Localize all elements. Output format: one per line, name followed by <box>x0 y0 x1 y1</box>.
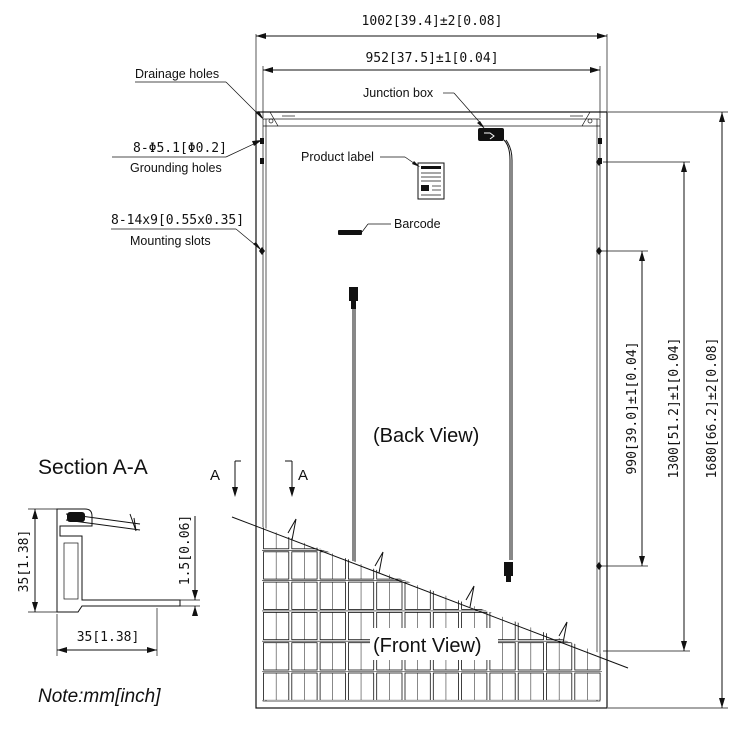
solar-cell <box>517 527 544 550</box>
grounding-holes-callout: 8-Φ5.1[Φ0.2] Grounding holes <box>112 140 262 175</box>
drainage-holes-callout: Drainage holes <box>135 67 264 120</box>
solar-cell <box>462 703 487 730</box>
section-height-label: 35[1.38] <box>17 530 32 593</box>
solar-cell <box>574 581 601 610</box>
solar-cell <box>574 527 601 550</box>
mounting-slots-label: Mounting slots <box>130 234 211 248</box>
inner-width-label: 952[37.5]±1[0.04] <box>365 51 498 66</box>
height-1300-label: 1300[51.2]±1[0.04] <box>667 338 682 479</box>
solar-cell <box>517 581 544 610</box>
dimension-990: 990[39.0]±1[0.04] <box>600 250 648 567</box>
dimension-inner-width: 952[37.5]±1[0.04] <box>262 51 601 118</box>
dimension-1680: 1680[66.2]±2[0.08] <box>608 111 728 709</box>
solar-cell <box>574 551 601 580</box>
solar-cell <box>574 612 601 641</box>
solar-cell <box>461 527 488 550</box>
solar-cell <box>575 703 600 730</box>
solar-cell <box>518 703 543 730</box>
solar-cell <box>319 527 346 550</box>
front-view-label: (Front View) <box>373 635 482 657</box>
height-990-label: 990[39.0]±1[0.04] <box>625 341 640 474</box>
cutaway-break-line <box>231 516 629 669</box>
solar-cell <box>404 527 431 550</box>
solar-cell <box>347 527 375 550</box>
section-height-dimension: 35[1.38] <box>17 508 57 613</box>
solar-cell <box>264 703 289 730</box>
junction-box <box>478 128 513 582</box>
height-1680-label: 1680[66.2]±2[0.08] <box>705 338 720 479</box>
solar-cell <box>433 703 458 730</box>
grounding-spec-label: 8-Φ5.1[Φ0.2] <box>133 141 227 156</box>
solar-cell <box>489 527 516 550</box>
section-profile <box>56 508 181 613</box>
solar-cell <box>546 527 573 550</box>
section-lip-dimension: 1.5[0.06] <box>160 515 200 616</box>
solar-cell <box>432 551 459 580</box>
drainage-holes-label: Drainage holes <box>135 67 219 81</box>
barcode <box>338 230 362 235</box>
junction-box-label: Junction box <box>363 86 434 100</box>
front-view-cells <box>262 527 602 730</box>
section-marker-right-label: A <box>298 467 308 484</box>
units-note: Note:mm[inch] <box>38 686 161 707</box>
panel-frame <box>255 111 608 709</box>
section-marker-left: A <box>210 460 241 497</box>
grounding-holes-label: Grounding holes <box>130 161 222 175</box>
solar-cell <box>292 703 317 730</box>
solar-cell <box>348 703 373 730</box>
product-label-callout: Product label <box>301 150 420 167</box>
mounting-slots-callout: 8-14x9[0.55x0.35] Mounting slots <box>111 213 262 251</box>
overall-width-label: 1002[39.4]±2[0.08] <box>362 14 503 29</box>
section-lip-label: 1.5[0.06] <box>178 515 193 585</box>
cable-left <box>349 287 358 563</box>
solar-cell <box>517 551 544 580</box>
barcode-callout: Barcode <box>338 217 441 235</box>
solar-cell <box>490 703 515 730</box>
mounting-spec-label: 8-14x9[0.55x0.35] <box>111 213 244 228</box>
solar-cell <box>377 703 402 730</box>
section-width-dimension: 35[1.38] <box>56 608 158 656</box>
barcode-label: Barcode <box>394 217 441 231</box>
section-marker-right: A <box>285 460 308 497</box>
product-label-label: Product label <box>301 150 374 164</box>
dimension-1300: 1300[51.2]±1[0.04] <box>603 161 690 652</box>
solar-cell <box>376 527 403 550</box>
solar-cell <box>404 551 431 580</box>
solar-cell <box>432 527 459 550</box>
solar-cell <box>546 551 573 580</box>
section-width-label: 35[1.38] <box>77 630 140 645</box>
back-view-label: (Back View) <box>373 425 479 447</box>
solar-cell <box>405 703 430 730</box>
dimension-overall-width: 1002[39.4]±2[0.08] <box>255 14 608 118</box>
solar-cell <box>461 551 488 580</box>
section-title: Section A-A <box>38 456 148 479</box>
section-marker-left-label: A <box>210 467 220 484</box>
solar-cell <box>320 703 345 730</box>
solar-cell <box>546 581 573 610</box>
junction-box-callout: Junction box <box>363 86 485 129</box>
solar-cell <box>489 581 516 610</box>
solar-cell <box>547 703 572 730</box>
front-view-label-bg <box>370 628 498 660</box>
product-label <box>417 162 445 200</box>
